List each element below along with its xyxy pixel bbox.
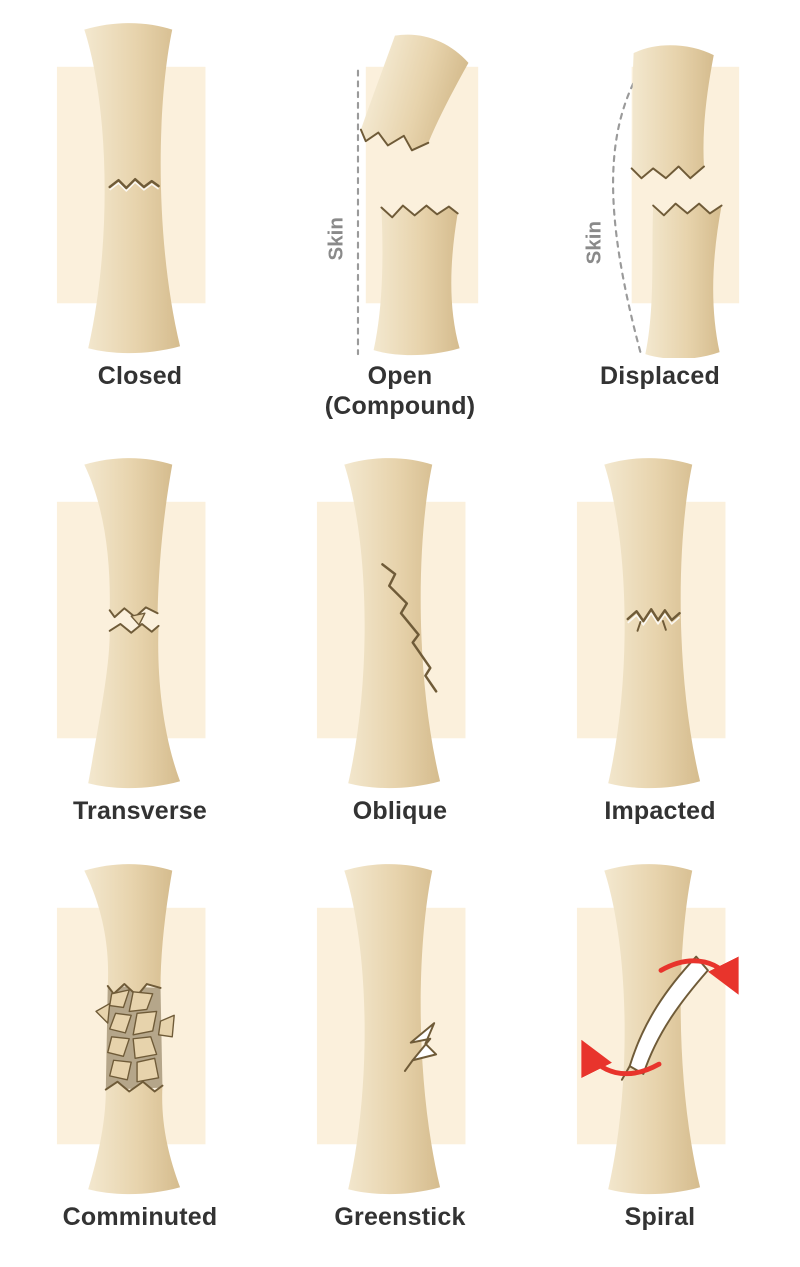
bone [344,863,441,1194]
fracture-gap [109,181,160,192]
bone [604,458,701,789]
fracture-cell-oblique: Oblique [270,451,530,827]
fracture-label: Open [367,362,433,390]
bone [84,23,181,354]
fracture-types-diagram: Closed Skin Open (Compound) Skin [10,16,790,1233]
rotation-arrow-top [658,955,739,995]
bone [344,458,441,789]
bone-top-fragment [630,45,714,180]
transverse-fracture-illustration [56,458,206,789]
bone-bottom-fragment [373,204,460,356]
fracture-cell-closed: Closed [10,16,270,421]
oblique-fracture-illustration [316,458,466,789]
bone-top-fragment [84,863,173,997]
fracture-label: Greenstick [334,1202,466,1231]
fracture-crack-stub [661,620,667,631]
skin-label: Skin [582,221,605,264]
rotation-arrow-bottom [581,1039,662,1078]
bone-bottom-fragment [645,202,723,358]
fracture-sublabel: (Compound) [324,391,476,420]
spiral-fracture-illustration [576,863,739,1194]
fracture-cell-comminuted: Comminuted [10,857,270,1233]
skin-dashed-line [612,63,645,358]
comminuted-fracture-illustration [56,863,206,1194]
bone-bottom-fragment [88,1080,181,1194]
bone-top-fragment [84,458,173,619]
bone-splinter [130,612,146,626]
bone-fragments [95,988,175,1082]
fracture-label: Impacted [604,797,716,825]
fracture-crack [626,608,681,623]
fracture-cell-spiral: Spiral [530,857,790,1233]
bone-bottom-fragment [88,622,181,789]
fracture-crack [381,563,438,693]
fracture-cell-transverse: Transverse [10,451,270,827]
fracture-label: Transverse [72,797,208,825]
displaced-fracture-illustration: Skin [582,45,740,358]
fracture-label: Oblique [352,797,448,825]
crack-extension [403,1058,414,1072]
open-fracture-illustration: Skin [324,34,479,356]
fracture-label: Comminuted [62,1202,218,1231]
fracture-cell-greenstick: Greenstick [270,857,530,1233]
fracture-cell-open: Skin Open (Compound) [270,16,530,421]
fracture-label: Closed [97,362,183,390]
fracture-label: Spiral [624,1202,696,1231]
fracture-cell-displaced: Skin Displaced [530,16,790,421]
fracture-cell-impacted: Impacted [530,451,790,827]
fracture-crack-stub [636,621,642,632]
fracture-crack [108,177,160,190]
closed-fracture-illustration [56,23,206,354]
fracture-gap [627,612,681,626]
impacted-fracture-illustration [576,458,726,789]
skin-label: Skin [324,217,347,260]
spiral-crack [628,955,709,1075]
greenstick-fracture-illustration [316,863,466,1194]
fracture-label: Displaced [600,362,720,390]
bone-top-fragment [359,34,469,152]
